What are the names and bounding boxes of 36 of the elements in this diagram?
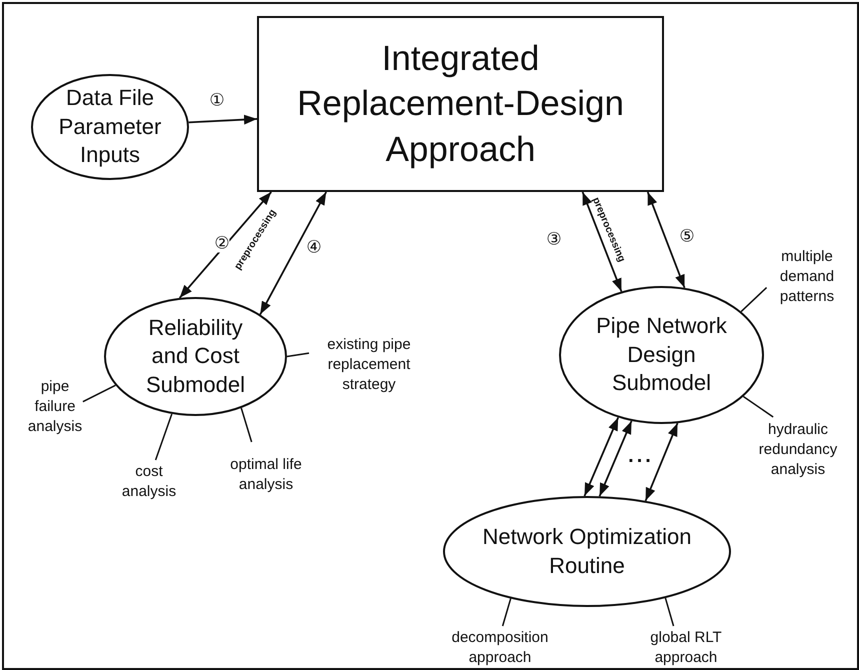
double-headed-arrow: [644, 422, 678, 502]
double-headed-arrow: [259, 192, 327, 315]
double-headed-arrow: [646, 192, 686, 288]
leader-line: [740, 287, 768, 312]
double-headed-arrow: [598, 420, 632, 497]
process-ellipse: [559, 286, 764, 424]
leader-line: [154, 414, 173, 460]
annotation-text: multiple demand patterns: [764, 244, 850, 310]
annotation-text: cost analysis: [116, 460, 182, 504]
leader-line: [82, 384, 116, 402]
process-box: [257, 16, 664, 192]
leader-line: [742, 396, 774, 418]
process-ellipse: [31, 74, 189, 180]
double-headed-arrow: [584, 417, 619, 496]
arrow: [188, 114, 258, 125]
annotation-text: pipe failure analysis: [24, 374, 86, 440]
node-label: Integrated Replacement-Design Approach: [296, 38, 625, 171]
annotation-text: decomposition approach: [434, 626, 566, 670]
leader-line: [240, 408, 252, 442]
double-headed-arrow: [178, 191, 272, 298]
annotation-text: existing pipe replacement strategy: [309, 332, 429, 398]
annotation-text: hydraulic redundancy analysis: [744, 417, 852, 483]
ellipsis-label: ...: [628, 446, 654, 466]
leader-line: [286, 352, 310, 358]
leader-line: [664, 598, 674, 626]
process-ellipse: [104, 297, 287, 416]
annotation-text: optimal life analysis: [230, 442, 302, 508]
leader-line: [502, 598, 512, 626]
node-label: Data File Parameter Inputs: [58, 84, 162, 170]
double-headed-arrow: [582, 192, 622, 292]
annotation-text: global RLT approach: [634, 626, 738, 670]
node-label: Reliability and Cost Submodel: [144, 314, 246, 399]
process-ellipse: [443, 496, 731, 607]
node-label: Pipe Network Design Submodel: [595, 312, 728, 398]
node-label: Network Optimization Routine: [481, 522, 693, 580]
step-number: ②: [214, 236, 230, 252]
